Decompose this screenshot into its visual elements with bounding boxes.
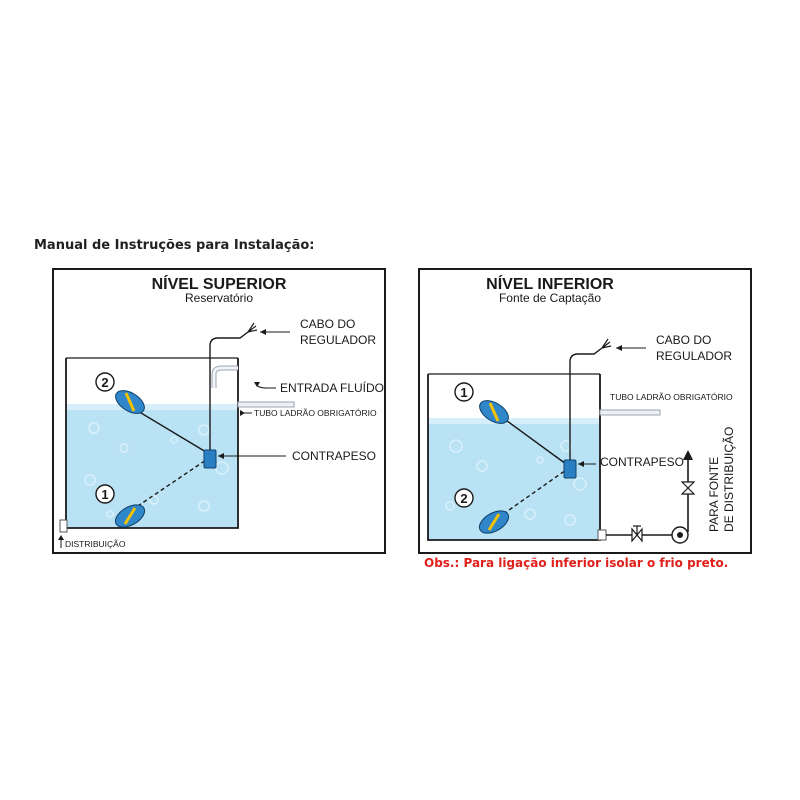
left-overflow-label: TUBO LADRÃO OBRIGATÓRIO (254, 408, 377, 418)
tank-walls (65, 358, 239, 529)
float-1 (479, 400, 509, 424)
overflow-pipe (599, 409, 661, 416)
float-2 (115, 390, 145, 414)
right-distribution-label-2: DE DISTRIBUIÇÃO (722, 427, 736, 532)
overflow-pipe (237, 401, 295, 408)
water-surface (428, 418, 600, 424)
regulator-cable (209, 331, 249, 452)
float-1-marker (95, 484, 115, 504)
cable-end-wires (247, 322, 258, 333)
float-1-number: 1 (101, 487, 108, 502)
left-distribution-label: DISTRIBUIÇÃO (65, 539, 126, 549)
bubbles (445, 439, 587, 530)
counterweight (563, 459, 577, 479)
inlet-pipe-inner (212, 366, 238, 388)
float-1-marker (454, 382, 474, 402)
counterweight (203, 449, 217, 469)
left-inlet-label: ENTRADA FLUÍDO (280, 380, 384, 395)
overflow-arrowhead (240, 410, 245, 416)
inlet-arrow (255, 383, 276, 389)
diagram-nivel-inferior: NÍVEL INFERIOR Fonte de Captação (418, 268, 752, 554)
counterweight-arrowhead (578, 461, 584, 467)
right-distribution-label-1: PARA FONTE (707, 457, 721, 532)
regulator-cable (569, 347, 603, 460)
left-counterweight-label: CONTRAPESO (292, 449, 376, 463)
float-2-marker (454, 488, 474, 508)
right-overflow-label: TUBO LADRÃO OBRIGATÓRIO (610, 392, 733, 402)
left-title: NÍVEL SUPERIOR (152, 274, 287, 293)
pump-icon (671, 526, 689, 544)
tank-walls (427, 374, 601, 541)
valve-icon (631, 525, 643, 543)
left-cable-label-2: REGULADOR (300, 333, 376, 347)
left-cable-label-1: CABO DO (300, 317, 355, 331)
float-1-number: 1 (460, 385, 467, 400)
right-counterweight-label: CONTRAPESO (600, 455, 684, 469)
installation-note: Obs.: Para ligação inferior isolar o fri… (424, 556, 729, 570)
check-valve-icon (680, 481, 696, 495)
distribution-arrowhead (58, 535, 64, 540)
page-heading: Manual de Instruções para Instalação: (34, 238, 315, 253)
right-title: NÍVEL INFERIOR (486, 274, 614, 293)
right-subtitle: Fonte de Captação (499, 291, 601, 305)
cable-arrowhead (616, 345, 622, 351)
right-cable-label-1: CABO DO (656, 333, 711, 347)
float-2-number: 2 (101, 375, 108, 390)
float-2-number: 2 (460, 491, 467, 506)
bubbles (84, 422, 229, 518)
distribution-outlet (59, 519, 68, 533)
outlet-flange (597, 529, 607, 541)
inlet-arrowhead (254, 382, 260, 387)
diagram-nivel-superior-svg: NÍVEL SUPERIOR Reservatório (58, 274, 384, 549)
cable-end-wires (601, 338, 612, 349)
float-1 (114, 504, 146, 528)
cable-arrowhead (260, 329, 266, 335)
water-surface (66, 404, 238, 410)
float-2 (478, 510, 510, 534)
right-cable-label-2: REGULADOR (656, 349, 732, 363)
inlet-pipe (211, 365, 238, 388)
diagram-nivel-inferior-svg: NÍVEL INFERIOR Fonte de Captação (427, 274, 736, 544)
left-subtitle: Reservatório (185, 291, 253, 305)
counterweight-arrowhead (218, 453, 224, 459)
diagram-nivel-superior: NÍVEL SUPERIOR Reservatório (52, 268, 386, 554)
float-2-marker (95, 372, 115, 392)
flow-up-arrowhead (683, 450, 693, 460)
water-body (428, 418, 600, 540)
